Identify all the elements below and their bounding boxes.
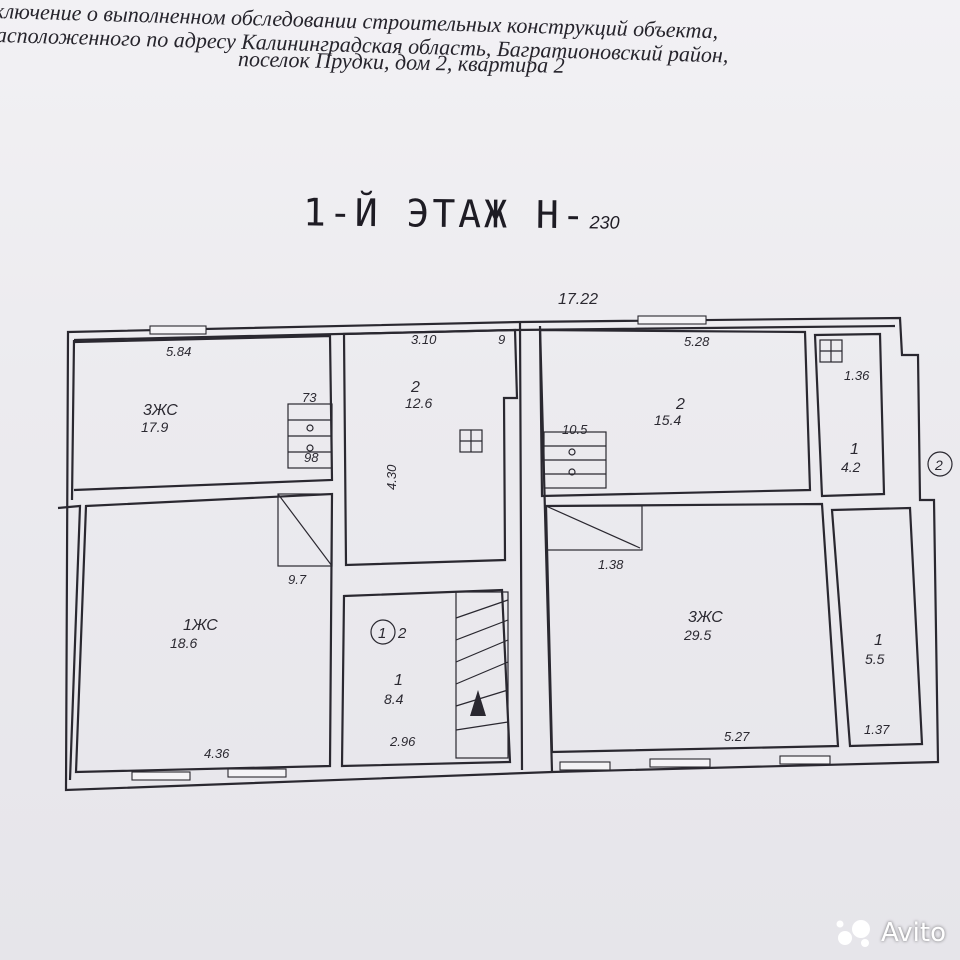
side-marker: 2 — [934, 457, 943, 473]
stair-marker: 1 — [378, 625, 386, 642]
room-area: 17.9 — [141, 419, 168, 435]
room-area: 5.5 — [865, 651, 885, 667]
dimension-label: 5.28 — [684, 334, 710, 349]
dimension-label: 17.22 — [558, 291, 598, 308]
stair — [455, 591, 509, 759]
outer-wall-inner — [70, 324, 896, 501]
window — [131, 771, 191, 781]
room-wall — [813, 332, 886, 498]
room-wall — [73, 334, 334, 492]
dimension-label: 1.36 — [844, 368, 870, 383]
room-wall-left — [57, 504, 82, 781]
stair-mark-2: 2 — [397, 625, 407, 642]
window — [649, 758, 711, 768]
room-name: 1 — [850, 441, 859, 458]
room-wall — [538, 328, 812, 498]
room-wall — [342, 328, 519, 567]
dimension-label: 2.96 — [389, 734, 416, 749]
dimension-label: 5.84 — [166, 344, 191, 359]
stair-arrow-icon — [470, 690, 486, 716]
dimension-label: 9 — [498, 332, 505, 347]
room-wall — [544, 502, 840, 754]
room-name: 1 — [394, 672, 403, 689]
room-wall — [340, 588, 512, 768]
window — [637, 315, 707, 325]
room-name: 2 — [410, 379, 420, 396]
room-area: 29.5 — [683, 627, 711, 643]
room-area: 12.6 — [405, 395, 432, 411]
dimension-label: 4.30 — [384, 464, 399, 490]
stair-block — [277, 493, 333, 567]
room-area: 18.6 — [170, 635, 197, 651]
dimension-label: 98 — [304, 450, 319, 465]
window — [149, 325, 207, 335]
avito-logo-icon — [836, 920, 871, 947]
room-area: 8.4 — [384, 691, 404, 707]
dimension-label: 1.37 — [864, 722, 890, 737]
dimension-label: 4.36 — [204, 746, 230, 761]
side-marker-circle — [927, 451, 953, 477]
room-area: 15.4 — [654, 412, 681, 428]
window — [779, 755, 831, 765]
watermark-text: Avito — [881, 918, 946, 948]
dimension-label: 5.27 — [724, 729, 750, 744]
window — [559, 761, 611, 771]
outer-wall — [64, 316, 940, 792]
room-name: 3ЖС — [688, 609, 723, 626]
room-area: 4.2 — [841, 459, 861, 475]
room-wall — [830, 506, 924, 748]
dimension-label: 73 — [302, 390, 317, 405]
room-name: 2 — [675, 396, 685, 413]
room-name: 1 — [874, 632, 883, 649]
dimension-label: 10.5 — [562, 422, 588, 437]
window — [227, 768, 287, 778]
dimension-label: 3.10 — [411, 332, 437, 347]
dimension-label: 1.38 — [598, 557, 624, 572]
room-name: 3ЖС — [143, 402, 178, 419]
room-wall — [74, 492, 334, 774]
room-name: 1ЖС — [183, 617, 218, 634]
avito-watermark: Avito — [835, 918, 946, 948]
stair-marker-circle — [370, 619, 396, 645]
dimension-label: 9.7 — [288, 572, 307, 587]
